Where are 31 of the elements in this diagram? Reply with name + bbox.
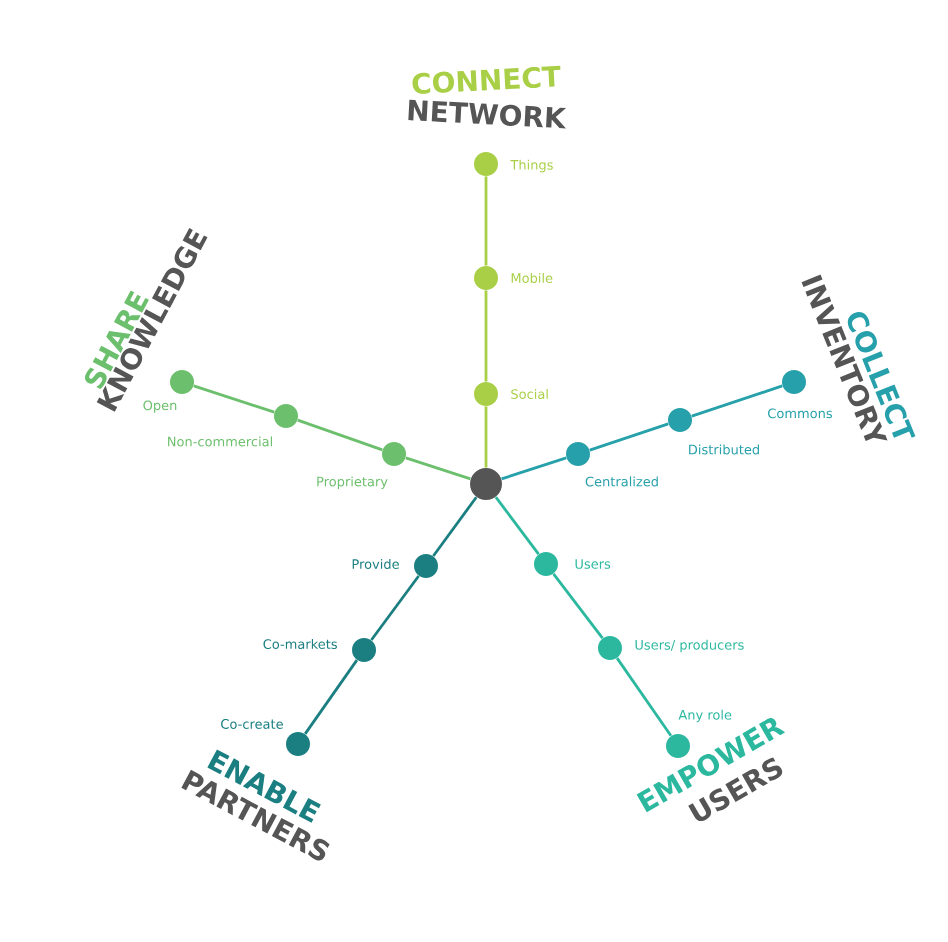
dot bbox=[474, 266, 498, 290]
connector-line bbox=[484, 406, 488, 468]
dot bbox=[668, 408, 692, 432]
branch-heading: CONNECT bbox=[412, 65, 561, 94]
dot bbox=[474, 382, 498, 406]
connector-line bbox=[494, 496, 540, 555]
dot bbox=[170, 370, 194, 394]
connector-line bbox=[193, 384, 275, 414]
branch-heading: NETWORK bbox=[408, 99, 567, 129]
connector-line bbox=[501, 456, 567, 481]
connector-line bbox=[484, 176, 488, 266]
connector-line bbox=[589, 422, 669, 452]
connector-line bbox=[552, 573, 604, 639]
connector-line bbox=[304, 659, 359, 735]
connector-line bbox=[484, 290, 488, 382]
connector-line bbox=[297, 418, 383, 452]
dot bbox=[566, 442, 590, 466]
connector-line bbox=[370, 575, 420, 641]
connector-line bbox=[405, 456, 471, 481]
dot bbox=[598, 636, 622, 660]
dot bbox=[414, 554, 438, 578]
connector-line bbox=[432, 496, 478, 557]
connector-line bbox=[691, 384, 783, 418]
dot bbox=[470, 468, 502, 500]
dot bbox=[352, 638, 376, 662]
dot bbox=[534, 552, 558, 576]
connector-line bbox=[615, 657, 673, 737]
dot bbox=[474, 152, 498, 176]
dot bbox=[666, 734, 690, 758]
dot bbox=[274, 404, 298, 428]
dot bbox=[382, 442, 406, 466]
